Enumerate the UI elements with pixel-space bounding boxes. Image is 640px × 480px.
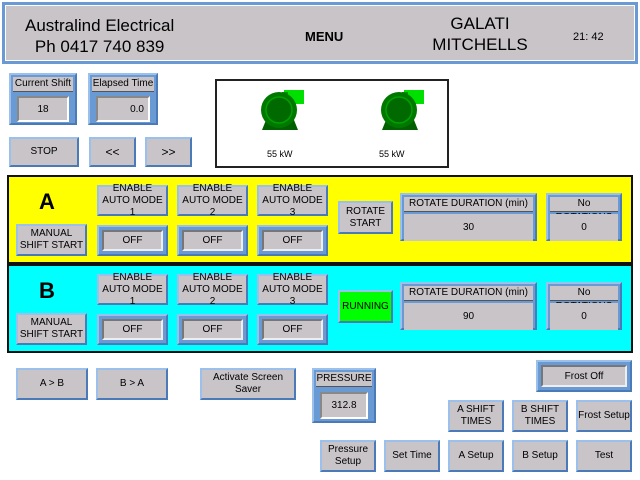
- section-b: B MANUAL SHIFT START ENABLE AUTO MODE 1 …: [7, 264, 633, 353]
- section-b-manual-shift-start-button[interactable]: MANUAL SHIFT START: [16, 313, 87, 345]
- clock-display: 21: 42: [573, 31, 604, 43]
- elapsed-time-value: 0.0: [96, 96, 150, 122]
- section-a-auto-mode-2-button[interactable]: ENABLE AUTO MODE 2: [177, 183, 248, 218]
- motor-1-power: 55 kW: [267, 149, 293, 159]
- section-a-auto-mode-1-toggle[interactable]: OFF: [97, 225, 168, 256]
- site-name-line1: GALATI: [450, 14, 510, 33]
- toggle-state: OFF: [182, 230, 243, 251]
- section-b-auto-mode-2-toggle[interactable]: OFF: [177, 314, 248, 345]
- pressure-label: PRESSURE: [316, 372, 372, 387]
- a-shift-times-button[interactable]: A SHIFT TIMES: [448, 400, 504, 432]
- pressure-box: PRESSURE 312.8: [312, 368, 376, 423]
- section-b-letter: B: [39, 278, 55, 303]
- toggle-state: OFF: [262, 230, 323, 251]
- toggle-state: OFF: [102, 230, 163, 251]
- rotations-label: No ROTATIONS: [550, 197, 618, 223]
- rotate-duration-value: 30: [404, 214, 533, 241]
- section-b-rotations: No ROTATIONS 0: [546, 282, 622, 330]
- menu-button[interactable]: MENU: [305, 29, 344, 44]
- next-button[interactable]: >>: [145, 137, 192, 167]
- site-name-line2: MITCHELLS: [432, 35, 528, 54]
- section-a-rotate-start-button[interactable]: ROTATE START: [338, 201, 393, 234]
- company-phone: Ph 0417 740 839: [34, 37, 165, 56]
- company-name: Australind Electrical: [25, 16, 175, 35]
- b-shift-times-button[interactable]: B SHIFT TIMES: [512, 400, 568, 432]
- section-b-auto-mode-3-toggle[interactable]: OFF: [257, 314, 328, 345]
- toggle-state: OFF: [182, 319, 243, 340]
- pressure-setup-button[interactable]: Pressure Setup: [320, 440, 376, 472]
- elapsed-time-box: Elapsed Time 0.0: [88, 73, 158, 125]
- section-a-manual-shift-start-button[interactable]: MANUAL SHIFT START: [16, 224, 87, 256]
- section-a-auto-mode-3-button[interactable]: ENABLE AUTO MODE 3: [257, 183, 328, 218]
- stop-button[interactable]: STOP: [9, 137, 79, 167]
- toggle-state: OFF: [102, 319, 163, 340]
- section-a-rotations: No ROTATIONS 0: [546, 193, 622, 241]
- activate-screen-saver-button[interactable]: Activate Screen Saver: [200, 368, 296, 400]
- frost-status-button[interactable]: Frost Off: [536, 360, 632, 392]
- header-bar: Australind Electrical Ph 0417 740 839 ME…: [2, 2, 638, 64]
- a-to-b-button[interactable]: A > B: [16, 368, 88, 400]
- rotations-value: 0: [550, 214, 618, 241]
- frost-status-text: Frost Off: [541, 365, 627, 387]
- section-a-letter: A: [39, 189, 55, 214]
- b-setup-button[interactable]: B Setup: [512, 440, 568, 472]
- section-b-rotate-duration[interactable]: ROTATE DURATION (min) 90: [400, 282, 537, 330]
- site-name: GALATI MITCHELLS: [420, 13, 540, 55]
- rotate-duration-value: 90: [404, 303, 533, 330]
- section-b-auto-mode-2-button[interactable]: ENABLE AUTO MODE 2: [177, 272, 248, 307]
- current-shift-box: Current Shift 18: [9, 73, 77, 125]
- section-a-rotate-duration[interactable]: ROTATE DURATION (min) 30: [400, 193, 537, 241]
- section-a-auto-mode-2-toggle[interactable]: OFF: [177, 225, 248, 256]
- toggle-state: OFF: [262, 319, 323, 340]
- current-shift-label: Current Shift: [13, 77, 73, 92]
- pressure-value: 312.8: [320, 392, 368, 419]
- test-button[interactable]: Test: [576, 440, 632, 472]
- rotations-label: No ROTATIONS: [550, 286, 618, 312]
- previous-button[interactable]: <<: [89, 137, 136, 167]
- b-to-a-button[interactable]: B > A: [96, 368, 168, 400]
- section-b-auto-mode-1-toggle[interactable]: OFF: [97, 314, 168, 345]
- motor-panel: 55 kW 55 kW: [215, 79, 449, 168]
- section-a-auto-mode-1-button[interactable]: ENABLE AUTO MODE 1: [97, 183, 168, 218]
- pump-motor-icon: [261, 90, 304, 130]
- section-b-running-status-button[interactable]: RUNNING: [338, 290, 393, 323]
- motor-2-power: 55 kW: [379, 149, 405, 159]
- elapsed-time-label: Elapsed Time: [92, 77, 154, 92]
- set-time-button[interactable]: Set Time: [384, 440, 440, 472]
- current-shift-value: 18: [17, 96, 69, 122]
- a-setup-button[interactable]: A Setup: [448, 440, 504, 472]
- rotations-value: 0: [550, 303, 618, 330]
- pump-motor-icon: [381, 90, 424, 130]
- rotate-duration-label: ROTATE DURATION (min): [404, 286, 533, 301]
- section-a-auto-mode-3-toggle[interactable]: OFF: [257, 225, 328, 256]
- section-b-auto-mode-3-button[interactable]: ENABLE AUTO MODE 3: [257, 272, 328, 307]
- company-info: Australind Electrical Ph 0417 740 839: [25, 15, 174, 57]
- rotate-duration-label: ROTATE DURATION (min): [404, 197, 533, 212]
- section-b-auto-mode-1-button[interactable]: ENABLE AUTO MODE 1: [97, 272, 168, 307]
- section-a: A MANUAL SHIFT START ENABLE AUTO MODE 1 …: [7, 175, 633, 264]
- frost-setup-button[interactable]: Frost Setup: [576, 400, 632, 432]
